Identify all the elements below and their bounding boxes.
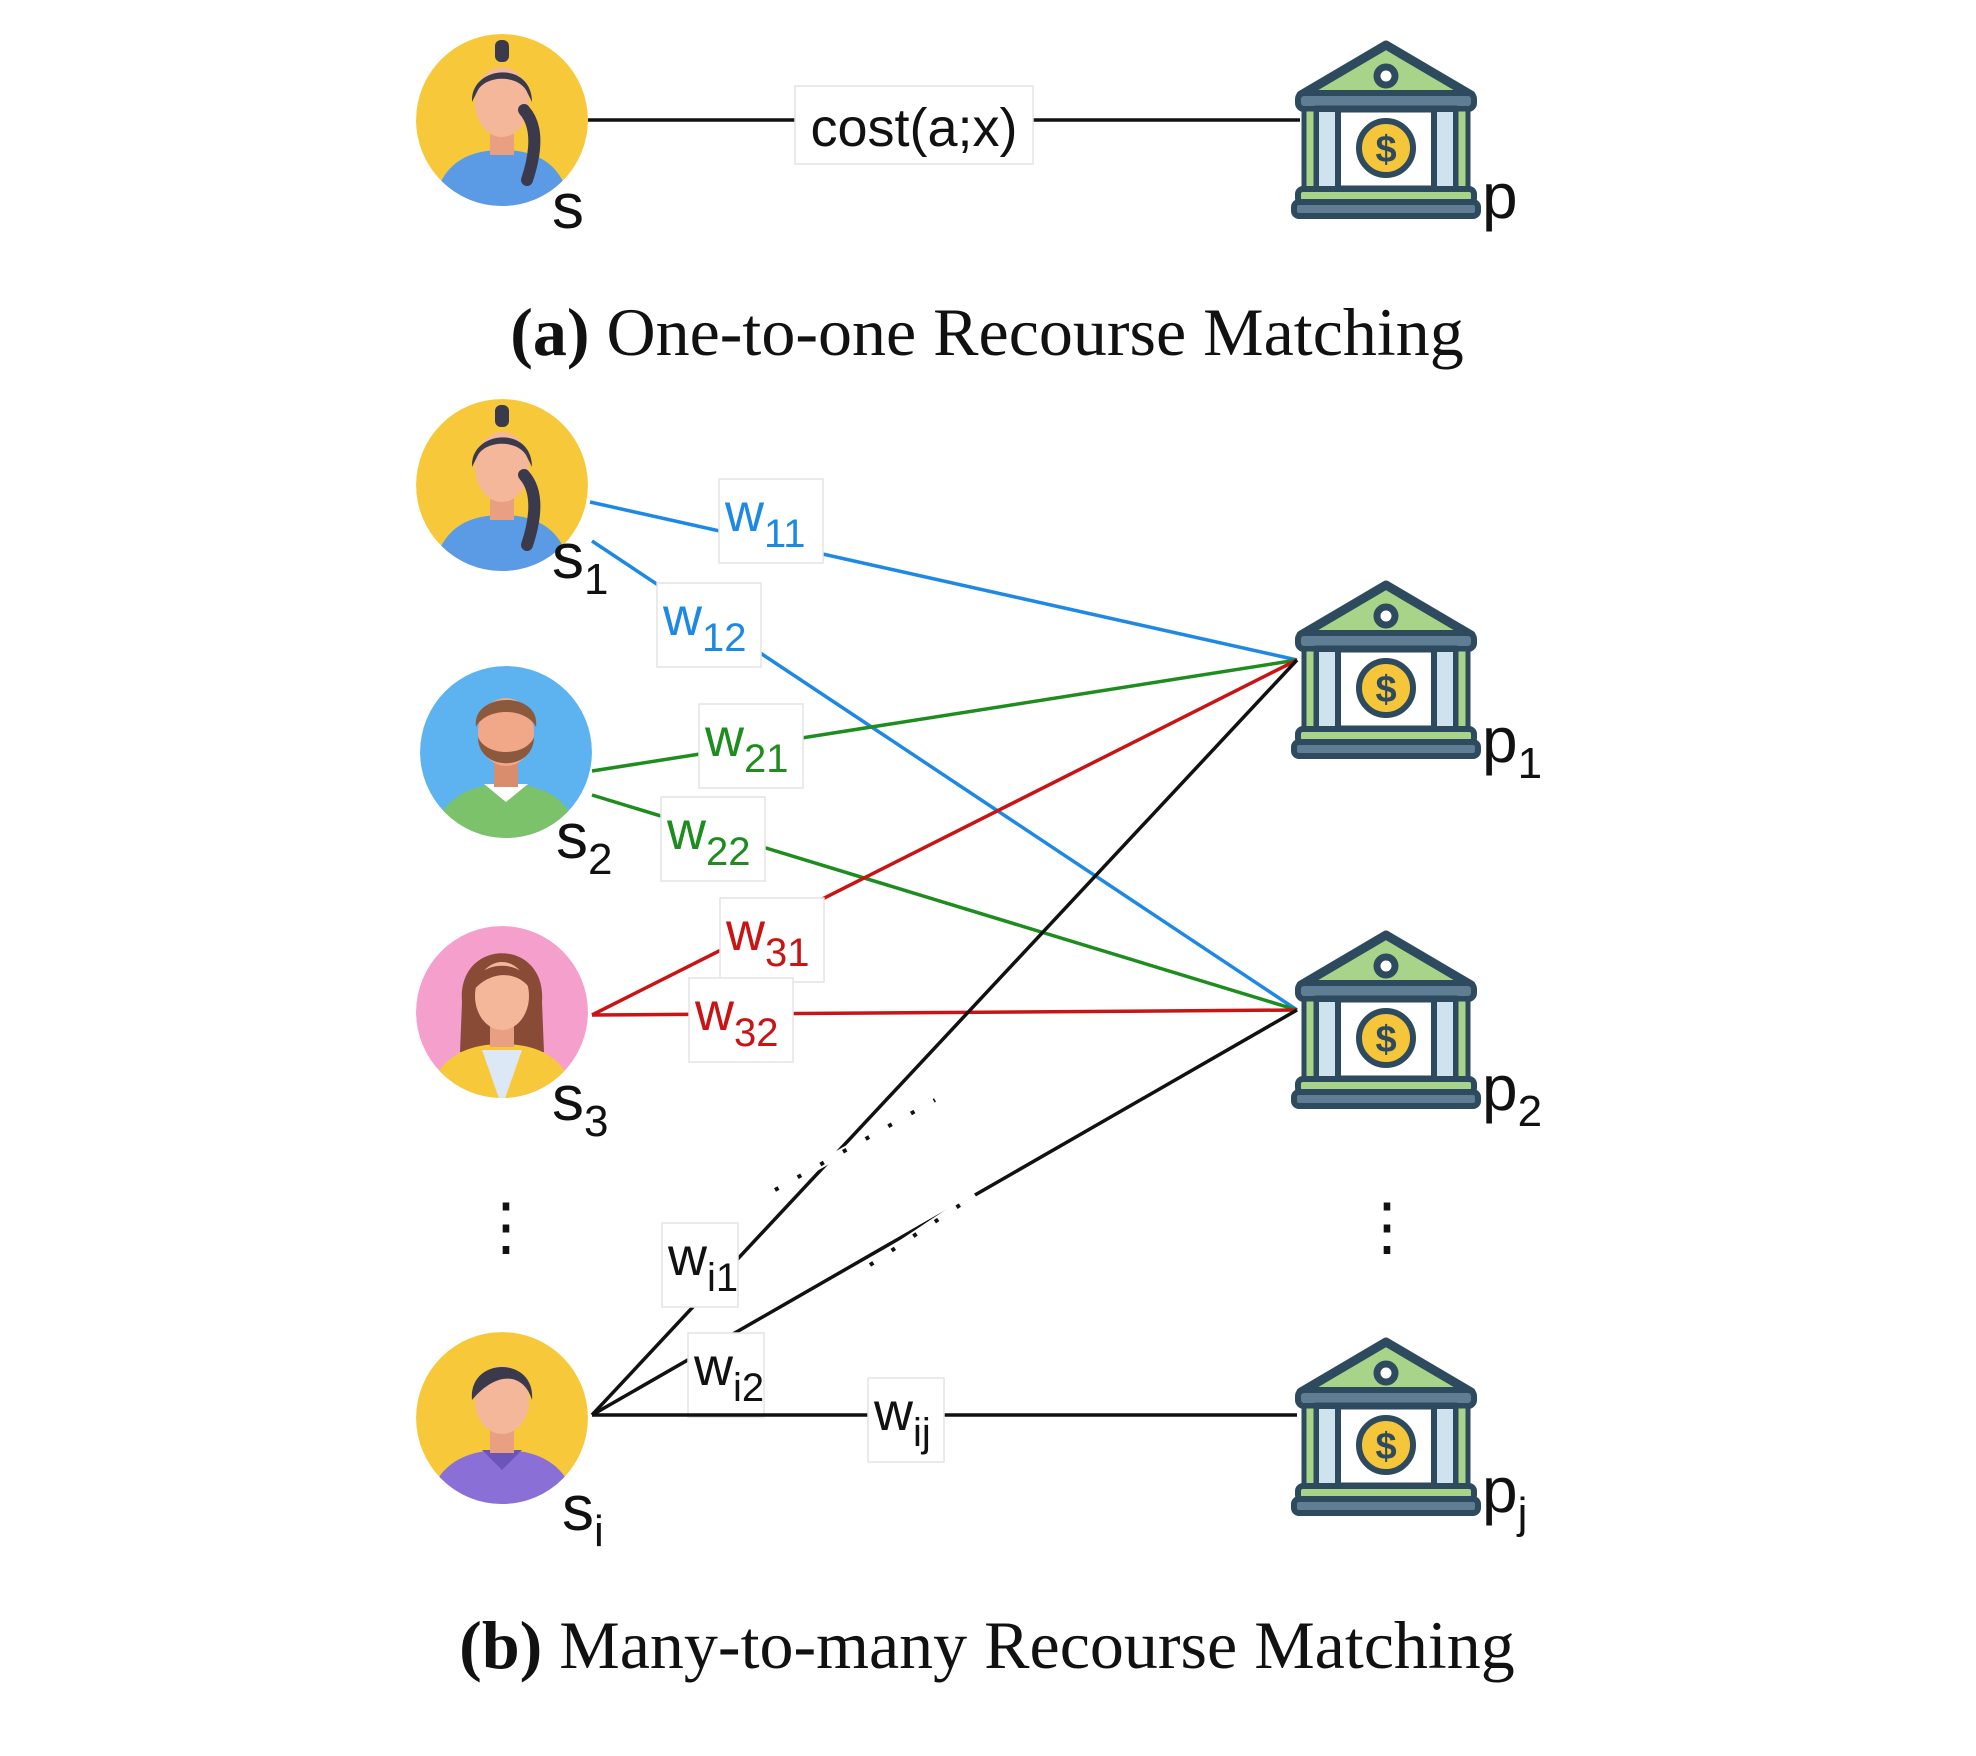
svg-text:cost(a;x): cost(a;x): [810, 98, 1017, 158]
student-label-s1: s1: [552, 520, 608, 604]
provider-label-pj: pj: [1482, 1454, 1527, 1538]
provider-label-p1: p1: [1482, 704, 1542, 788]
edge-wi2: wi2: [591, 1008, 1298, 1418]
edge-line-w31: [591, 658, 1298, 1017]
student-label-si: si: [562, 1472, 604, 1556]
edge-wij: wij: [592, 1377, 1297, 1463]
edge-wi1: wi1: [590, 658, 1299, 1417]
edge-label-wi2: wi2: [693, 1337, 764, 1410]
edge-label-wij: wij: [873, 1382, 931, 1455]
student-label-s3: s3: [552, 1062, 608, 1146]
bank-icon: [1294, 45, 1478, 216]
edge-w11: w11: [589, 478, 1298, 662]
edge-w21: w21: [591, 658, 1298, 789]
edge-label-w22: w22: [666, 801, 751, 874]
edge-label-cost: cost(a;x): [794, 85, 1034, 165]
edge-w31: w31: [591, 658, 1298, 1017]
edge-label-wi1: wi1: [667, 1227, 738, 1300]
student-label-s2: s2: [556, 800, 612, 884]
edge-label-w31: w31: [725, 902, 810, 975]
student-label-s: s: [552, 170, 584, 242]
students-ellipsis: ⋮: [474, 1190, 538, 1262]
edge-line-w11: [589, 500, 1298, 662]
edge-w22: w22: [591, 793, 1298, 1012]
edge-w12: w12: [591, 539, 1298, 1012]
providers-ellipsis: ⋮: [1355, 1190, 1419, 1262]
bank-icon: [1294, 935, 1478, 1106]
panel-a: cost(a;x) s p (a) One-to-one Recourse Ma…: [416, 34, 1518, 370]
caption-a: (a) One-to-one Recourse Matching: [510, 294, 1464, 370]
edge-w32: w32: [591, 977, 1298, 1063]
provider-label-p: p: [1482, 160, 1518, 232]
edge-line-w21: [591, 658, 1298, 773]
bank-icon: [1294, 585, 1478, 756]
provider-label-p2: p2: [1482, 1052, 1542, 1136]
edge-label-w11: w11: [724, 483, 806, 556]
edge-label-w21: w21: [704, 708, 789, 781]
bank-icon: [1294, 1342, 1478, 1513]
caption-b: (b) Many-to-many Recourse Matching: [459, 1607, 1515, 1683]
edge-label-w12: w12: [662, 587, 747, 660]
edge-label-w32: w32: [694, 982, 779, 1055]
